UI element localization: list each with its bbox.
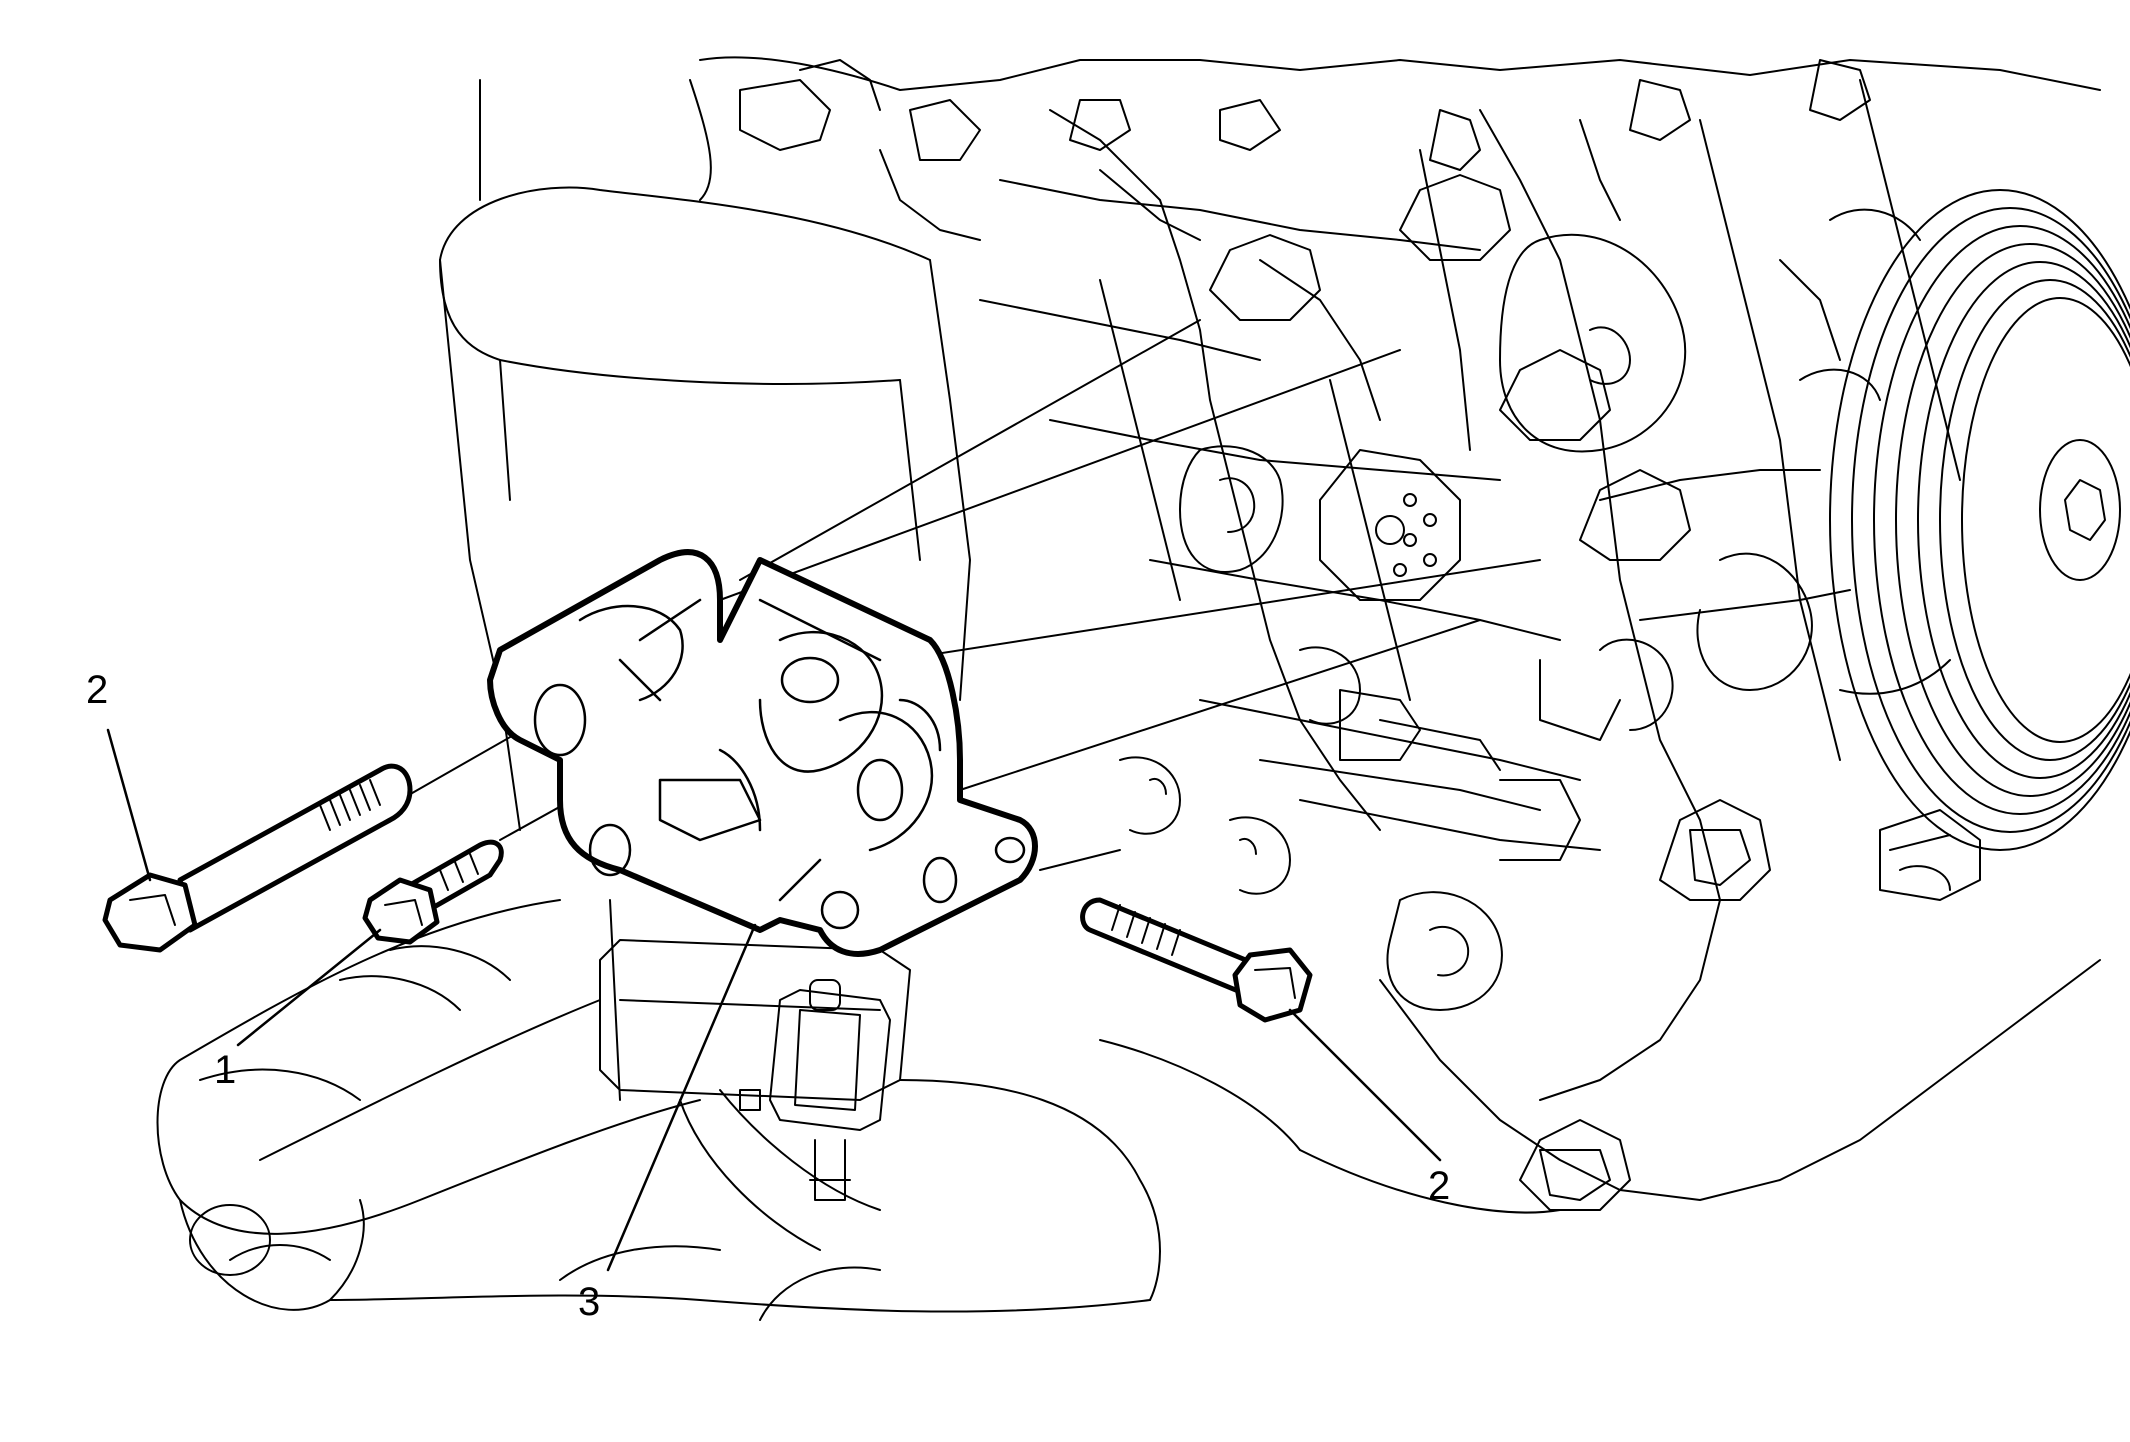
callout-2-left-label: 2 <box>86 668 109 712</box>
bracket <box>487 549 1038 957</box>
leader-lines <box>106 728 1442 1272</box>
callout-1-label: 1 <box>214 1048 237 1092</box>
leader-line-1 <box>236 928 382 1047</box>
long-bolt-right <box>1080 897 1313 1023</box>
callout-3-label: 3 <box>578 1280 601 1324</box>
crankshaft-pulley <box>1599 189 2130 851</box>
exhaust-pipe <box>156 79 1561 1321</box>
leader-line-2-left <box>106 728 152 882</box>
oxygen-sensor <box>739 979 891 1201</box>
long-bolt-left <box>102 763 413 953</box>
leader-line-2-right <box>1288 1008 1442 1162</box>
short-bolt <box>362 839 504 945</box>
callout-2-right-label: 2 <box>1428 1164 1451 1208</box>
leader-line-3 <box>606 923 757 1272</box>
